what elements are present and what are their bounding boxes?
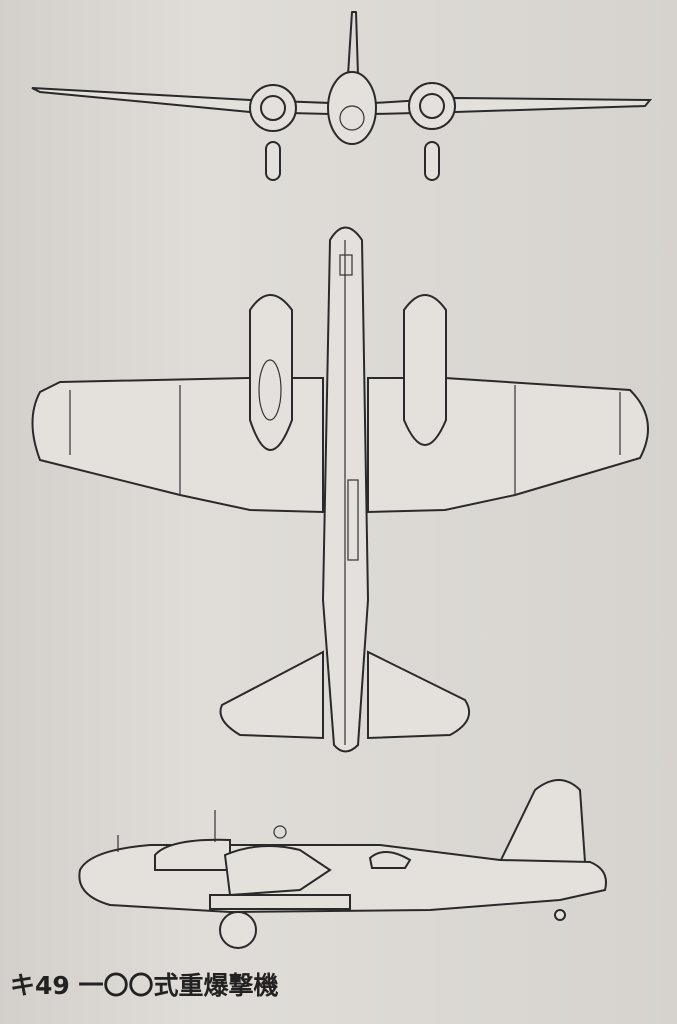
top-right-nacelle bbox=[403, 294, 447, 446]
side-main-wheel bbox=[219, 911, 257, 949]
front-fuselage bbox=[327, 71, 377, 145]
top-view bbox=[31, 226, 649, 753]
side-wing-root bbox=[209, 894, 351, 910]
side-tail-fin bbox=[498, 779, 587, 863]
side-view bbox=[78, 779, 607, 949]
figure-caption: キ49 一〇〇式重爆撃機 bbox=[10, 971, 279, 1000]
front-left-wheel bbox=[265, 141, 281, 181]
side-engine-nacelle bbox=[223, 845, 332, 897]
top-right-tailplane bbox=[367, 650, 470, 740]
front-tail-fin bbox=[347, 11, 359, 76]
side-turret bbox=[368, 851, 412, 869]
top-left-nacelle bbox=[249, 294, 293, 451]
front-right-wheel bbox=[424, 141, 440, 181]
side-tail-wheel bbox=[554, 909, 566, 921]
front-view bbox=[31, 11, 653, 181]
top-left-tailplane bbox=[219, 650, 324, 740]
